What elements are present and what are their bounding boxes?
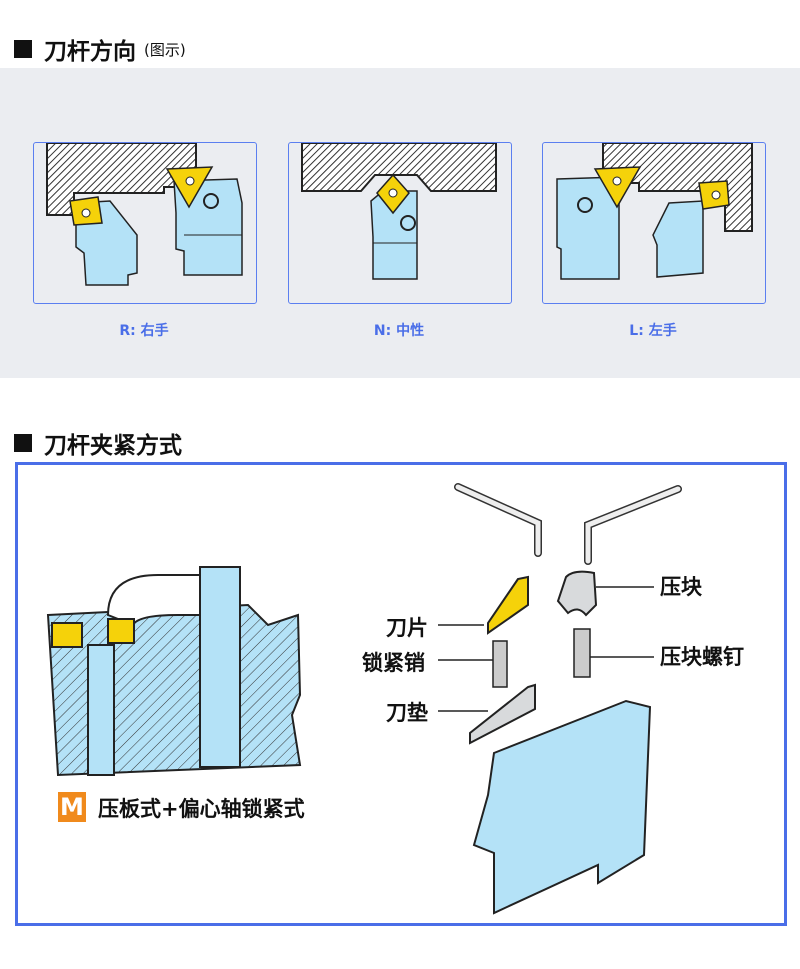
left-hand-label: L: 左手 [629,323,677,339]
label-insert: 刀片 [386,616,428,640]
neutral-diagram [288,142,512,304]
title-subtitle: (图示) [144,40,186,59]
title-text: 刀杆方向 [44,39,136,65]
section-title-clamping: 刀杆夹紧方式 [14,426,182,460]
clamping-illustration [46,483,682,915]
section-title-direction: 刀杆方向 (图示) [14,32,186,66]
direction-panel-area: R: 右手 N: 中性 L: 左手 [0,68,800,378]
label-lock-pin: 锁紧销 [362,651,425,675]
label-shim: 刀垫 [386,701,428,725]
left-hand-diagram [542,142,766,304]
neutral-label: N: 中性 [373,323,425,339]
clamp-type-badge: M [58,792,86,822]
clamping-frame: 刀片 锁紧销 刀垫 压块 压块螺钉 M 压板式+偏心轴锁紧式 [15,462,787,926]
square-bullet-icon [14,434,32,452]
title-text: 刀杆夹紧方式 [44,433,182,459]
right-hand-diagram [33,142,257,304]
label-clamp: 压块 [660,575,702,599]
square-bullet-icon [14,40,32,58]
right-hand-label: R: 右手 [119,323,169,339]
clamp-type-description: 压板式+偏心轴锁紧式 [98,797,305,821]
label-clamp-screw: 压块螺钉 [660,645,744,669]
